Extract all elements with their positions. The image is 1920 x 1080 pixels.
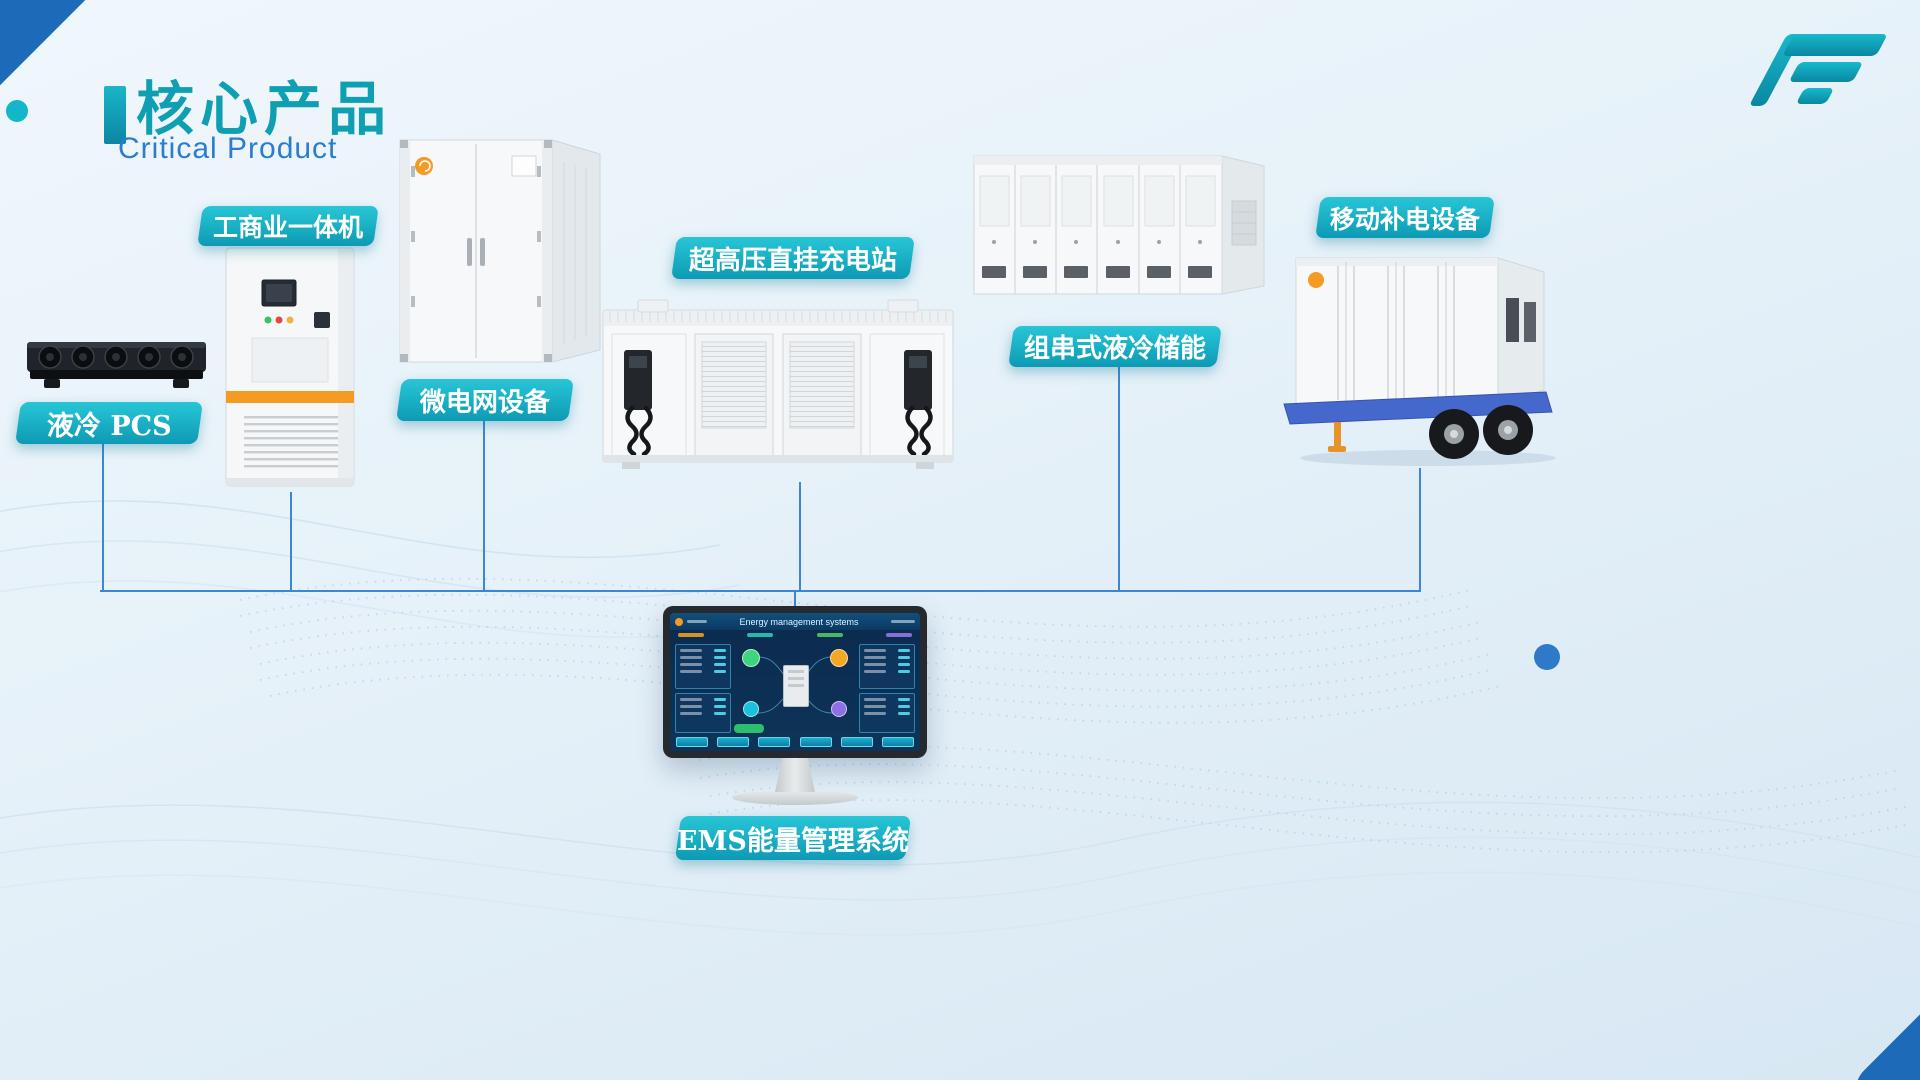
screen-panel-right-bottom (859, 693, 915, 733)
mode-chip (885, 633, 912, 637)
screen-cabinet-graphic (783, 665, 809, 707)
product-image-all-in-one-cabinet (222, 246, 362, 491)
page-title: 核心产品 (136, 77, 393, 142)
title-accent-bar (104, 86, 126, 144)
connector-pcs (102, 444, 104, 592)
product-image-mobile-charging-trailer (1278, 250, 1568, 470)
mode-chip (678, 633, 704, 637)
screen-title: Energy management systems (739, 616, 859, 627)
product-image-string-storage-container (970, 146, 1268, 304)
product-label-all-in-one: 工商业一体机 (197, 206, 379, 246)
screen-mode-row (678, 633, 912, 637)
connector-string-storage (1118, 367, 1120, 592)
screen-datetime-placeholder (891, 620, 915, 623)
page-subtitle: Critical Product (118, 132, 338, 165)
status-chip-green (734, 724, 764, 733)
battery-node-icon (743, 701, 759, 717)
connector-charging-station (799, 482, 801, 592)
product-label-string-storage: 组串式液冷储能 (1008, 326, 1222, 367)
screen-titlebar: Energy management systems (670, 613, 920, 630)
screen-button (758, 737, 791, 747)
product-label-charging-station: 超高压直挂充电站 (671, 237, 915, 279)
connector-mobile (1419, 468, 1421, 592)
screen-panel-right-top (859, 644, 915, 689)
screen-energy-flow-diagram (734, 641, 856, 733)
brand-logo-icon (1748, 34, 1888, 114)
monitor-stand (775, 758, 815, 792)
screen-logo-icon (675, 617, 683, 626)
product-image-microgrid-container (394, 126, 606, 368)
mode-chip (747, 633, 774, 637)
screen-button-row (676, 737, 914, 747)
connector-bus-line (100, 590, 1421, 592)
screen-panel-left-top (675, 644, 731, 689)
ems-monitor: Energy management systems (663, 606, 927, 805)
connector-microgrid (483, 421, 485, 592)
screen-button (840, 737, 873, 747)
screen-button (799, 737, 832, 747)
connector-ems-monitor (794, 590, 796, 608)
grid-node-icon (830, 649, 848, 667)
monitor-bezel: Energy management systems (663, 606, 927, 758)
product-label-ems: EMS能量管理系统 (674, 816, 912, 860)
monitor-base (732, 790, 858, 805)
product-label-microgrid: 微电网设备 (396, 379, 574, 421)
connector-all-in-one (290, 492, 292, 592)
pv-node-icon (742, 649, 760, 667)
screen-button (881, 737, 914, 747)
product-label-mobile-charging: 移动补电设备 (1315, 197, 1495, 238)
screen-brand-text-placeholder (687, 620, 707, 623)
mode-chip (816, 633, 843, 637)
screen-panel-left-bottom (675, 693, 731, 733)
product-image-liquid-cooled-pcs (24, 326, 209, 396)
screen-button (676, 737, 708, 747)
load-node-icon (831, 701, 847, 717)
blue-dot-decoration (1534, 644, 1560, 670)
product-label-liquid-cooled-pcs: 液冷 PCS (15, 402, 203, 444)
teal-dot-decoration (6, 100, 28, 122)
product-image-charging-station (598, 294, 958, 484)
monitor-screen: Energy management systems (670, 613, 920, 751)
screen-button (717, 737, 750, 747)
